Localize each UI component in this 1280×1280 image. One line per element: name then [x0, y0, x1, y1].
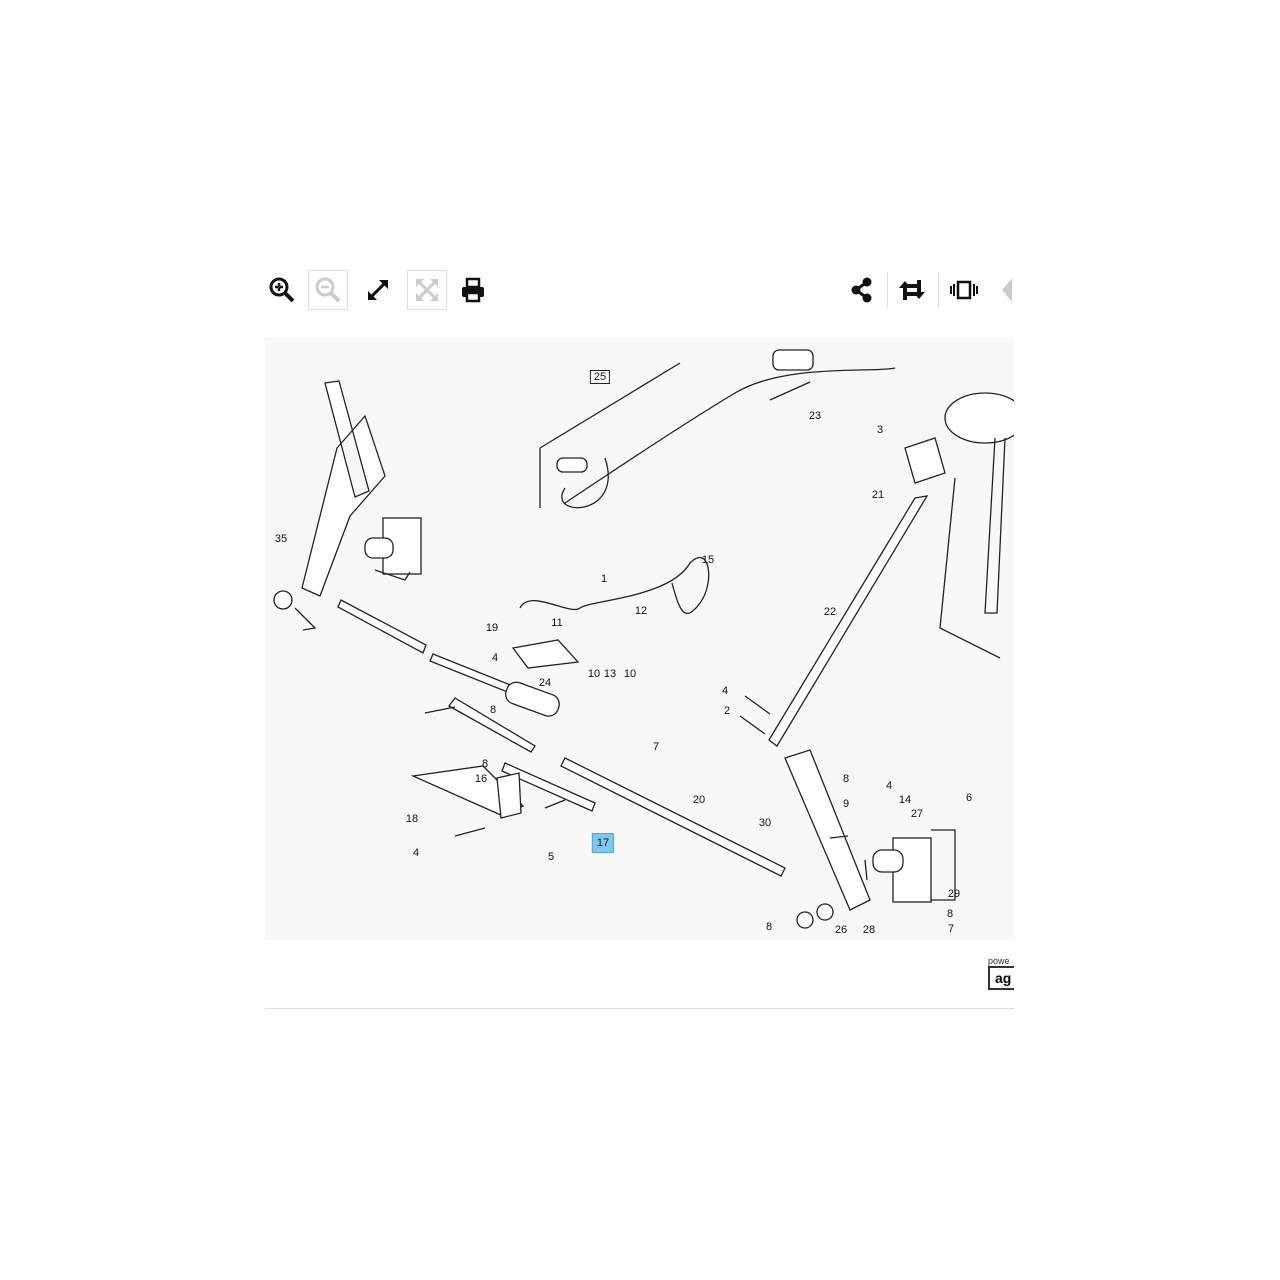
fit-button[interactable] — [407, 270, 447, 310]
callout-18[interactable]: 18 — [405, 813, 419, 825]
callout-23[interactable]: 23 — [808, 410, 822, 422]
callout-29[interactable]: 29 — [947, 888, 961, 900]
zoom-in-icon — [269, 277, 295, 303]
callout-8[interactable]: 8 — [481, 758, 489, 770]
callout-16[interactable]: 16 — [474, 773, 488, 785]
callout-8[interactable]: 8 — [842, 773, 850, 785]
callout-26[interactable]: 26 — [834, 924, 848, 936]
callout-4[interactable]: 4 — [885, 780, 893, 792]
callout-15[interactable]: 15 — [701, 554, 715, 566]
callout-10[interactable]: 10 — [623, 668, 637, 680]
logo-top-text: powe — [988, 956, 1010, 966]
callout-2[interactable]: 2 — [723, 705, 731, 717]
callout-14[interactable]: 14 — [898, 794, 912, 806]
callout-8[interactable]: 8 — [489, 704, 497, 716]
callout-21[interactable]: 21 — [871, 489, 885, 501]
callout-13[interactable]: 13 — [603, 668, 617, 680]
exploded-view-drawing — [273, 349, 1014, 929]
carousel-button[interactable] — [944, 270, 984, 310]
callout-3[interactable]: 3 — [876, 424, 884, 436]
callout-35[interactable]: 35 — [274, 533, 288, 545]
zoom-out-icon — [315, 277, 341, 303]
carousel-icon — [950, 280, 978, 300]
callout-28[interactable]: 28 — [862, 924, 876, 936]
callout-4[interactable]: 4 — [491, 652, 499, 664]
expand-icon — [367, 279, 389, 301]
callout-5[interactable]: 5 — [547, 851, 555, 863]
callout-7[interactable]: 7 — [947, 923, 955, 935]
print-button[interactable] — [453, 270, 493, 310]
callout-27[interactable]: 27 — [910, 808, 924, 820]
print-icon — [462, 277, 484, 303]
logo-box-text: ag — [988, 966, 1014, 990]
callout-8[interactable]: 8 — [765, 921, 773, 933]
prev-icon — [1002, 278, 1012, 302]
zoom-out-button[interactable] — [308, 270, 348, 310]
viewer-toolbar — [262, 268, 1014, 314]
fit-icon — [416, 279, 438, 301]
callout-4[interactable]: 4 — [721, 685, 729, 697]
callout-6[interactable]: 6 — [965, 792, 973, 804]
fullscreen-button[interactable] — [358, 270, 398, 310]
divider — [265, 1008, 1014, 1009]
callout-7[interactable]: 7 — [652, 741, 660, 753]
rotate-icon — [899, 280, 925, 300]
callout-20[interactable]: 20 — [692, 794, 706, 806]
callout-1[interactable]: 1 — [600, 573, 608, 585]
callout-24[interactable]: 24 — [538, 677, 552, 689]
prev-button[interactable] — [994, 270, 1014, 310]
callout-25[interactable]: 25 — [589, 370, 611, 384]
callout-9[interactable]: 9 — [842, 798, 850, 810]
callout-12[interactable]: 12 — [634, 605, 648, 617]
rotate-button[interactable] — [892, 270, 932, 310]
callout-11[interactable]: 11 — [551, 617, 563, 629]
callout-30[interactable]: 30 — [758, 817, 772, 829]
zoom-in-button[interactable] — [262, 270, 302, 310]
share-icon — [851, 277, 872, 303]
callout-10[interactable]: 10 — [587, 668, 601, 680]
callout-4[interactable]: 4 — [412, 847, 420, 859]
callout-8[interactable]: 8 — [946, 908, 954, 920]
callout-19[interactable]: 19 — [485, 622, 499, 634]
brand-logo: powe ag — [988, 956, 1018, 990]
callout-17[interactable]: 17 — [591, 833, 615, 853]
callout-22[interactable]: 22 — [823, 606, 837, 618]
share-button[interactable] — [842, 270, 882, 310]
